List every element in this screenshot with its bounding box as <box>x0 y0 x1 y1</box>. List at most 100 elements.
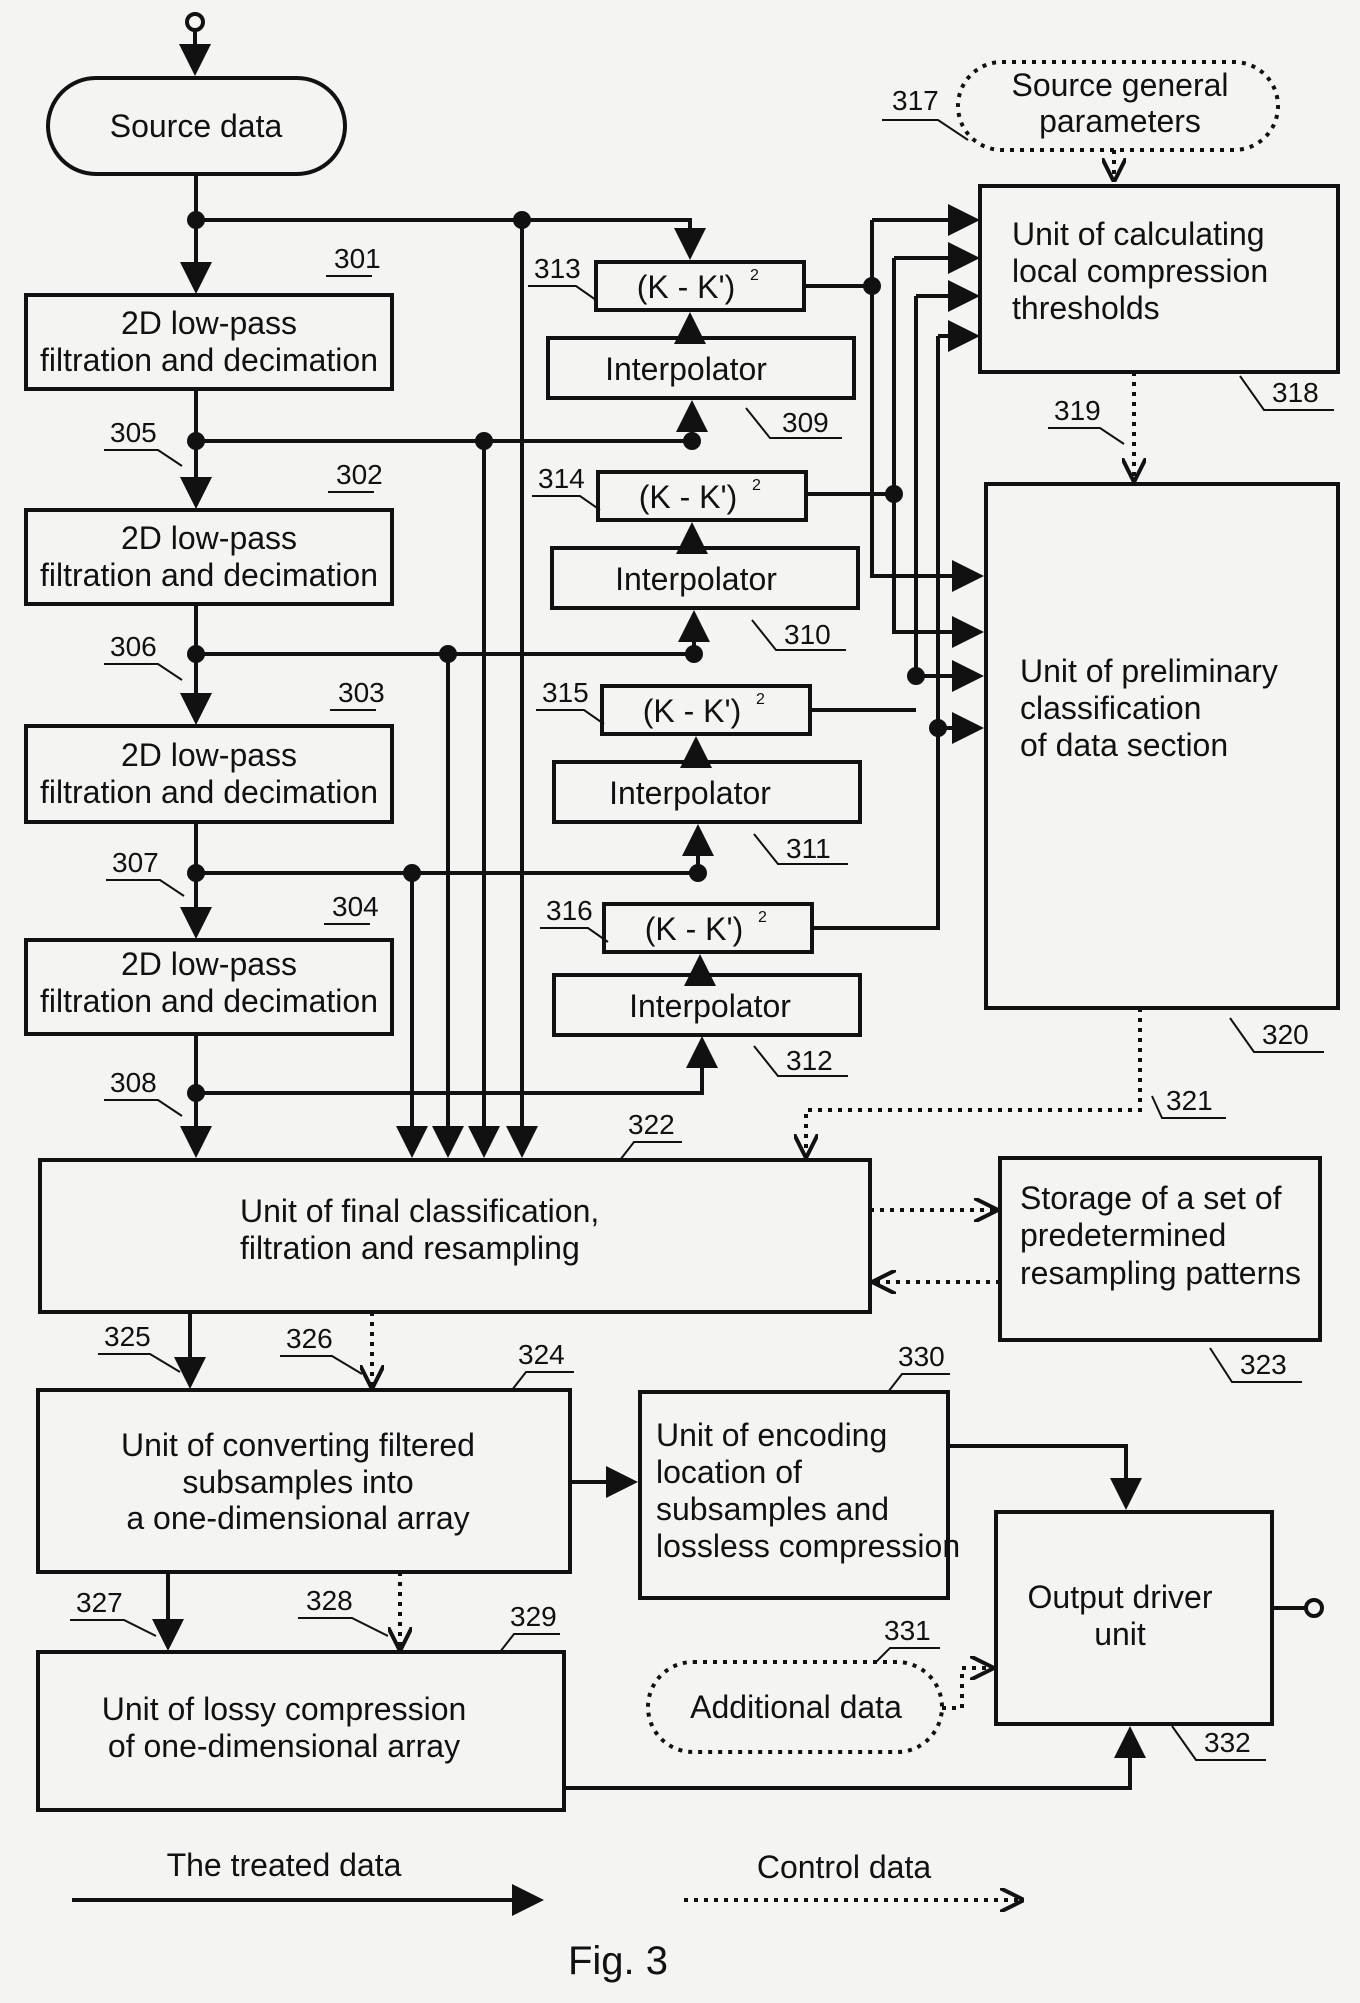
prelim-line-1: Unit of preliminary <box>1020 653 1278 689</box>
ref-320: 320 <box>1262 1019 1309 1050</box>
prelim-line-3: of data section <box>1020 727 1228 763</box>
interpolator-311: Interpolator <box>552 760 862 824</box>
source-general-label-2: parameters <box>1039 103 1201 139</box>
diff-315-label: (K - K') <box>643 693 742 729</box>
ref-324: 324 <box>518 1339 565 1370</box>
ref-331: 331 <box>884 1615 931 1646</box>
ref-317: 317 <box>892 85 939 116</box>
ref-323: 323 <box>1240 1349 1287 1380</box>
prelim-line-2: classification <box>1020 690 1201 726</box>
lowpass-302-line-1: 2D low-pass <box>121 520 297 556</box>
interpolator-309-label: Interpolator <box>605 351 767 387</box>
ref-312: 312 <box>786 1045 833 1076</box>
source-general-label-1: Source general <box>1011 67 1228 103</box>
encode-line-3: subsamples and <box>656 1491 889 1527</box>
diff-315-power: 2 <box>756 691 765 708</box>
diff-block-313: (K - K') 2 <box>594 260 806 312</box>
final-line-1: Unit of final classification, <box>240 1193 599 1229</box>
legend-control-label: Control data <box>757 1849 932 1885</box>
lowpass-301-line-1: 2D low-pass <box>121 305 297 341</box>
ref-328: 328 <box>306 1585 353 1616</box>
ref-313: 313 <box>534 253 581 284</box>
lowpass-303-line-1: 2D low-pass <box>121 737 297 773</box>
data-connections <box>152 204 1146 1790</box>
diff-314-label: (K - K') <box>639 479 738 515</box>
diff-316-label: (K - K') <box>645 911 744 947</box>
ref-308: 308 <box>110 1067 157 1098</box>
lowpass-302-line-2: filtration and decimation <box>40 557 378 593</box>
ref-318: 318 <box>1272 377 1319 408</box>
ref-309: 309 <box>782 407 829 438</box>
diff-314-power: 2 <box>752 477 761 494</box>
lowpass-block-303: 2D low-pass filtration and decimation <box>24 724 394 824</box>
diff-313-power: 2 <box>750 267 759 284</box>
interpolator-311-label: Interpolator <box>609 775 771 811</box>
encode-line-2: location of <box>656 1454 802 1490</box>
thresholds-line-2: local compression <box>1012 253 1268 289</box>
ref-326: 326 <box>286 1323 333 1354</box>
preliminary-classification-unit-320: Unit of preliminary classification of da… <box>984 482 1340 1010</box>
encode-line-1: Unit of encoding <box>656 1417 887 1453</box>
storage-line-2: predetermined <box>1020 1217 1226 1253</box>
ref-315: 315 <box>542 677 589 708</box>
converting-unit-324: Unit of converting filtered subsamples i… <box>36 1388 572 1574</box>
ref-302: 302 <box>336 459 383 490</box>
lossy-line-1: Unit of lossy compression <box>102 1691 467 1727</box>
ref-310: 310 <box>784 619 831 650</box>
final-classification-unit-322: Unit of final classification, filtration… <box>38 1158 872 1314</box>
storage-line-1: Storage of a set of <box>1020 1180 1282 1216</box>
reference-numerals: 301 302 303 304 305 306 307 308 309 310 … <box>70 85 1334 1761</box>
diff-316-power: 2 <box>758 909 767 926</box>
encode-line-4: lossless compression <box>656 1528 960 1564</box>
additional-data-terminator: Additional data <box>646 1660 944 1754</box>
output-driver-unit-332: Output driver unit <box>994 1510 1274 1726</box>
ref-327: 327 <box>76 1587 123 1618</box>
thresholds-unit-318: Unit of calculating local compression th… <box>978 184 1340 374</box>
ref-306: 306 <box>110 631 157 662</box>
source-general-parameters: Source general parameters <box>956 60 1280 178</box>
source-data-terminator: Source data <box>46 76 347 176</box>
ref-301: 301 <box>334 243 381 274</box>
ref-329: 329 <box>510 1601 557 1632</box>
lowpass-block-302: 2D low-pass filtration and decimation <box>24 508 394 606</box>
output-line-2: unit <box>1094 1616 1146 1652</box>
lowpass-303-line-2: filtration and decimation <box>40 774 378 810</box>
junction-dots <box>187 211 947 1102</box>
ref-321: 321 <box>1166 1085 1213 1116</box>
convert-line-2: subsamples into <box>182 1464 413 1500</box>
storage-unit-323: Storage of a set of predetermined resamp… <box>998 1156 1322 1342</box>
ref-322: 322 <box>628 1109 675 1140</box>
ref-311: 311 <box>786 833 831 864</box>
legend: The treated data Control data <box>72 1847 1020 1916</box>
lowpass-304-line-1: 2D low-pass <box>121 946 297 982</box>
diff-block-314: (K - K') 2 <box>596 470 808 522</box>
lowpass-301-line-2: filtration and decimation <box>40 342 378 378</box>
interpolator-310-label: Interpolator <box>615 561 777 597</box>
additional-data-label: Additional data <box>690 1689 902 1725</box>
ref-325: 325 <box>104 1321 151 1352</box>
lossy-compression-unit-329: Unit of lossy compression of one-dimensi… <box>36 1650 566 1812</box>
diff-313-label: (K - K') <box>637 269 736 305</box>
lowpass-block-304: 2D low-pass filtration and decimation <box>24 938 394 1036</box>
thresholds-line-3: thresholds <box>1012 290 1160 326</box>
ref-305: 305 <box>110 417 157 448</box>
output-terminal <box>1272 1598 1324 1618</box>
legend-treated-label: The treated data <box>167 1847 402 1883</box>
final-line-2: filtration and resampling <box>240 1230 580 1266</box>
convert-line-1: Unit of converting filtered <box>121 1427 475 1463</box>
lowpass-block-301: 2D low-pass filtration and decimation <box>24 293 394 391</box>
input-terminal <box>179 12 211 76</box>
control-connections <box>372 372 1140 1710</box>
storage-line-3: resampling patterns <box>1020 1255 1301 1291</box>
ref-330: 330 <box>898 1341 945 1372</box>
source-data-label: Source data <box>110 108 283 144</box>
diff-block-315: (K - K') 2 <box>600 684 812 736</box>
interpolator-312-label: Interpolator <box>629 988 791 1024</box>
encoding-unit-330: Unit of encoding location of subsamples … <box>638 1390 960 1600</box>
interpolator-309: Interpolator <box>546 336 856 400</box>
lossy-line-2: of one-dimensional array <box>108 1728 460 1764</box>
ref-314: 314 <box>538 463 585 494</box>
ref-332: 332 <box>1204 1727 1251 1758</box>
ref-316: 316 <box>546 895 593 926</box>
